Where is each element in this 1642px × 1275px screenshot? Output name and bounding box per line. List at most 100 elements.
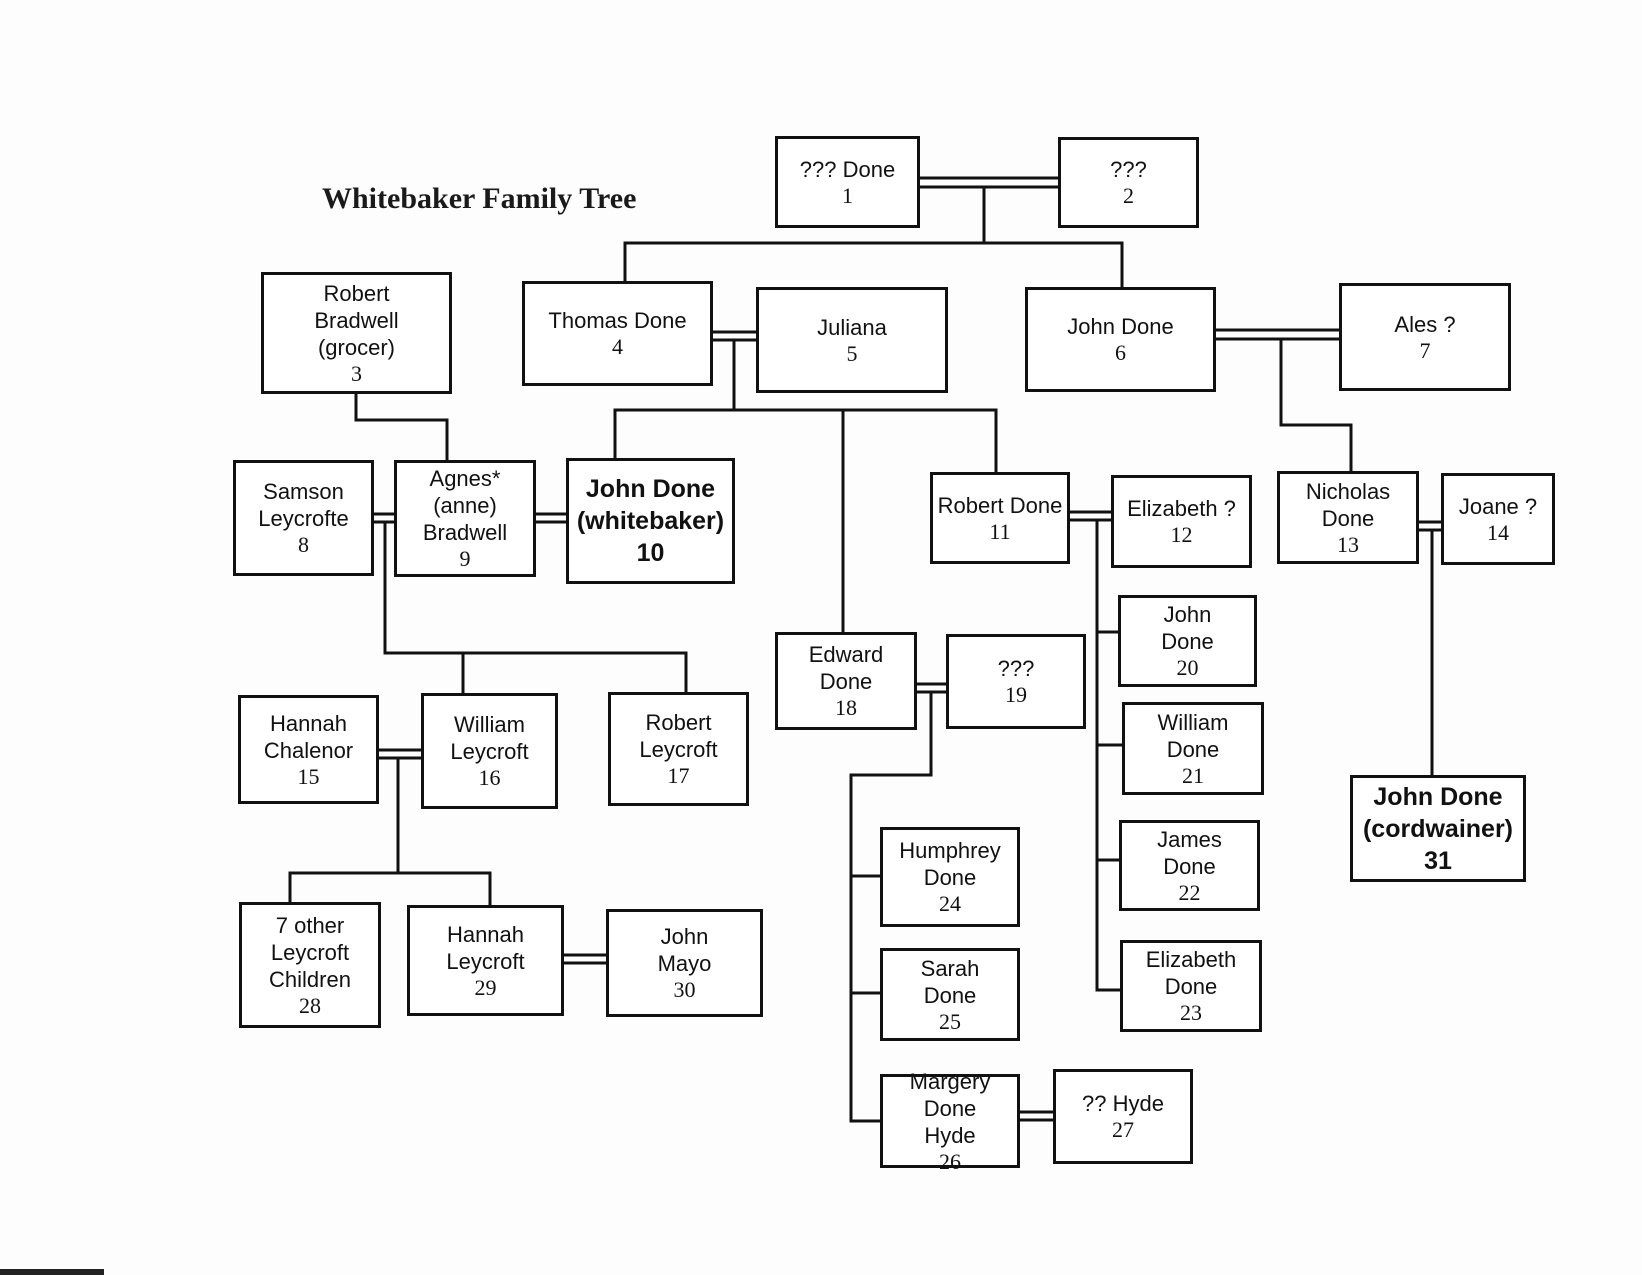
person-name: William Leycroft [450, 712, 529, 764]
person-box-21: William Done 21 [1122, 702, 1264, 795]
person-box-13: Nicholas Done 13 [1277, 471, 1419, 564]
marriage-9-10 [532, 512, 570, 524]
person-number: 23 [1180, 1000, 1202, 1025]
person-name: James Done [1157, 826, 1222, 879]
person-box-26: Margery Done Hyde 26 [880, 1069, 1020, 1174]
person-number: 15 [297, 763, 320, 789]
person-box-12: Elizabeth ? 12 [1111, 475, 1252, 568]
page-title: Whitebaker Family Tree [322, 182, 637, 215]
descent-4-5 [613, 338, 998, 636]
person-box-1: ??? Done 1 [775, 136, 920, 228]
scan-edge-mark [0, 1269, 104, 1275]
person-name: Robert Done [937, 492, 1063, 518]
person-box-24: Humphrey Done 24 [880, 827, 1020, 927]
person-number: 17 [667, 763, 690, 788]
person-name: Samson Leycrofte [258, 479, 349, 531]
person-box-11: Robert Done 11 [930, 472, 1070, 564]
person-name: John Done (cordwainer) [1362, 782, 1514, 843]
person-name: Agnes* (anne) Bradwell [422, 466, 508, 545]
person-box-6: John Done 6 [1025, 287, 1216, 392]
person-number: 18 [835, 695, 857, 720]
person-box-10: John Done (whitebaker) 10 [566, 458, 735, 584]
descent-15-16 [288, 756, 492, 909]
person-name: John Done [1067, 314, 1174, 339]
person-box-22: James Done 22 [1119, 820, 1260, 911]
person-box-14: Joane ? 14 [1441, 473, 1555, 565]
person-number: 16 [478, 765, 501, 790]
marriage-11-12 [1066, 510, 1115, 522]
person-number: 21 [1182, 762, 1204, 788]
person-name: John Done (whitebaker) [576, 475, 725, 535]
person-number: 30 [673, 977, 696, 1002]
person-number: 31 [1424, 846, 1452, 875]
person-number: 9 [459, 546, 471, 571]
person-number: 19 [1005, 682, 1027, 707]
person-name: Juliana [817, 314, 887, 340]
person-number: 5 [846, 340, 858, 366]
descent-1-2 [623, 185, 1124, 291]
person-number: 29 [474, 974, 497, 1000]
person-name: Nicholas Done [1305, 478, 1391, 531]
person-name: ??? [1110, 157, 1147, 182]
person-number: 14 [1487, 519, 1509, 545]
descent-18-19 [849, 690, 933, 1123]
marriage-29-30 [560, 953, 610, 965]
descent-8-9 [383, 520, 688, 697]
person-name: 7 other Leycroft Children [269, 912, 351, 992]
person-name: Thomas Done [548, 308, 687, 333]
person-name: Ales ? [1394, 311, 1456, 337]
person-number: 25 [939, 1008, 961, 1034]
marriage-6-7 [1211, 328, 1343, 341]
person-name: William Done [1157, 709, 1229, 762]
person-number: 28 [299, 992, 321, 1018]
descent-11-12 [1095, 518, 1126, 992]
person-box-17: Robert Leycroft 17 [608, 692, 749, 806]
person-name: Elizabeth ? [1127, 496, 1236, 521]
person-number: 4 [612, 334, 623, 359]
person-number: 2 [1123, 183, 1134, 208]
person-name: John Done [1161, 602, 1214, 654]
person-name: Hannah Leycroft [446, 921, 525, 974]
person-box-27: ?? Hyde 27 [1053, 1069, 1193, 1164]
marriage-13-14 [1415, 520, 1445, 532]
person-name: Joane ? [1458, 493, 1538, 519]
marriage-1-2 [916, 176, 1062, 189]
person-box-19: ??? 19 [946, 634, 1086, 729]
person-number: 22 [1178, 879, 1201, 905]
person-number: 7 [1419, 337, 1431, 363]
person-name: Margery Done Hyde [909, 1068, 991, 1148]
marriage-15-16 [375, 748, 425, 760]
person-box-16: William Leycroft 16 [421, 693, 558, 809]
person-name: Hannah Chalenor [263, 710, 354, 763]
person-name: John Mayo [657, 924, 712, 976]
descent-6-7 [1279, 337, 1353, 475]
person-number: 11 [989, 518, 1011, 544]
person-number: 10 [636, 539, 665, 567]
person-number: 24 [939, 891, 961, 916]
person-box-18: Edward Done 18 [775, 632, 917, 730]
person-number: 26 [939, 1148, 961, 1174]
person-box-4: Thomas Done 4 [522, 281, 713, 386]
person-box-30: John Mayo 30 [606, 909, 763, 1017]
person-name: Humphrey Done [899, 838, 1001, 890]
person-box-20: John Done 20 [1118, 595, 1257, 687]
person-box-7: Ales ? 7 [1339, 283, 1511, 391]
person-name: Sarah Done [920, 955, 980, 1008]
person-box-23: Elizabeth Done 23 [1120, 940, 1262, 1032]
person-name: Edward Done [808, 642, 884, 694]
person-box-31: John Done (cordwainer) 31 [1350, 775, 1526, 882]
person-number: 1 [842, 182, 853, 208]
person-name: Robert Bradwell (grocer) [314, 280, 399, 360]
person-number: 8 [298, 532, 309, 557]
person-name: ?? Hyde [1082, 1091, 1164, 1116]
person-box-9: Agnes* (anne) Bradwell 9 [394, 460, 536, 577]
descent-3 [354, 391, 449, 464]
person-number: 12 [1170, 522, 1193, 547]
person-box-5: Juliana 5 [756, 287, 948, 393]
person-name: ??? [997, 656, 1035, 681]
person-box-15: Hannah Chalenor 15 [238, 695, 379, 804]
person-box-28: 7 other Leycroft Children 28 [239, 902, 381, 1028]
person-number: 3 [351, 360, 362, 386]
